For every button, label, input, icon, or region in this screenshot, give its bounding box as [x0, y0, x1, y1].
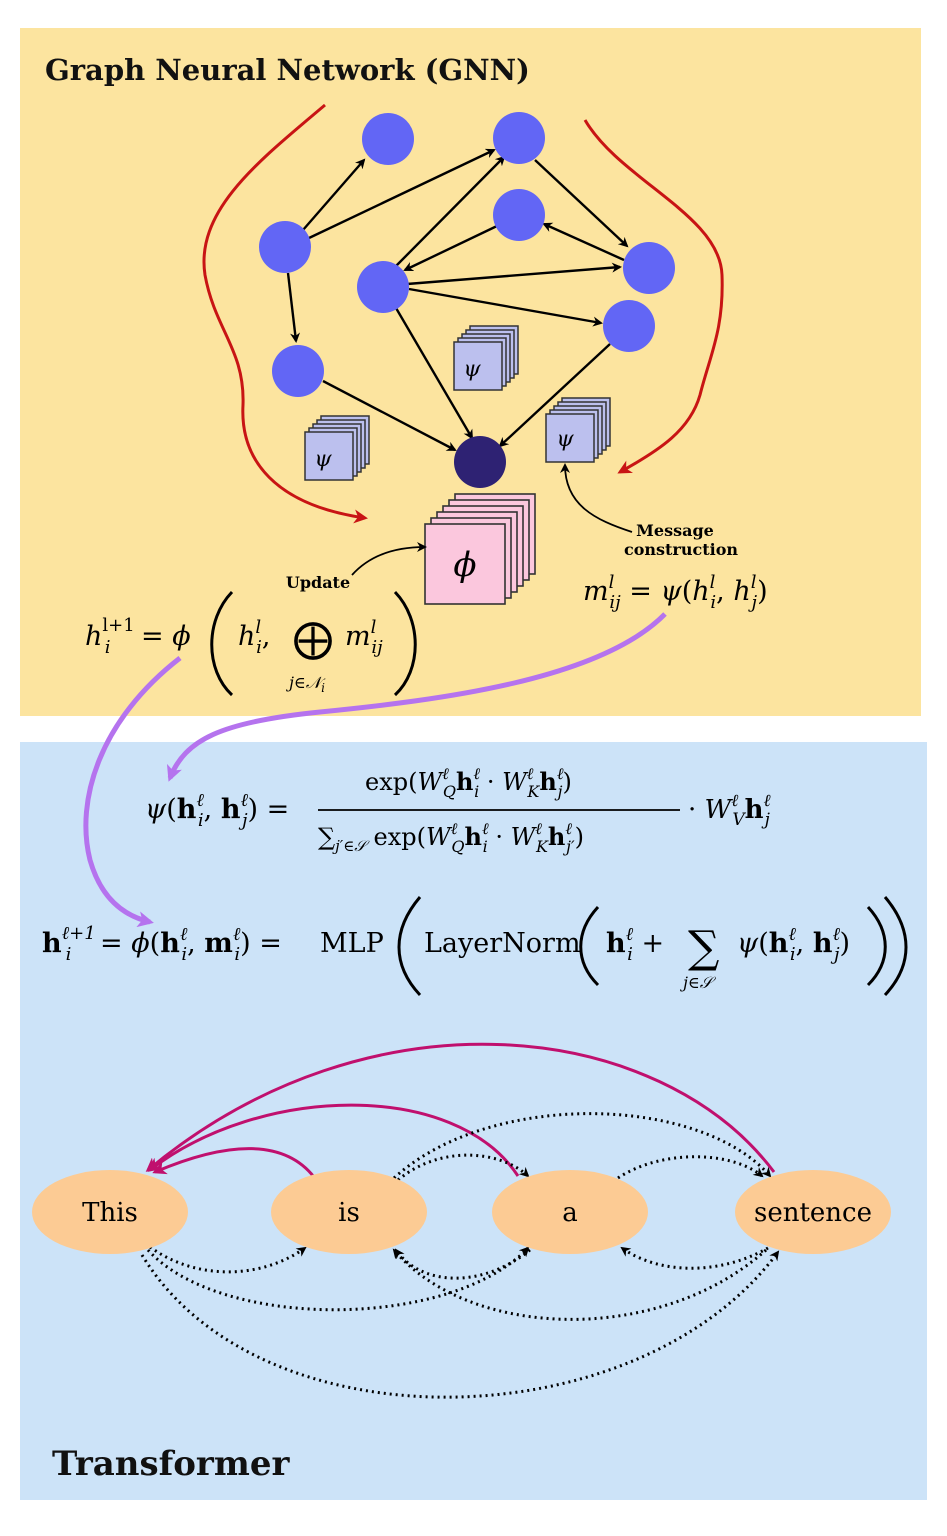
edge: [286, 272, 301, 343]
graph-edges: [286, 148, 629, 452]
graph-node: [357, 261, 409, 313]
aggregation-subscript: j∈𝒩i: [286, 673, 326, 695]
edge-bidirectional: [542, 222, 625, 262]
message-label: construction: [624, 540, 738, 559]
token-label: a: [562, 1198, 578, 1228]
psi-stack-middle: ψ: [453, 325, 519, 391]
psi-stack-left: ψ: [304, 415, 370, 481]
transformer-panel: [20, 742, 927, 1500]
graph-node: [272, 345, 324, 397]
big-paren-right: [393, 590, 417, 697]
graph-nodes: [259, 112, 675, 488]
edge: [302, 158, 366, 231]
gnn-title: Graph Neural Network (GNN): [45, 53, 530, 87]
message-pointer: [560, 463, 633, 533]
token-this: This: [32, 1170, 188, 1254]
token-label: is: [338, 1198, 360, 1228]
edge: [395, 155, 506, 267]
phi-label: ϕ: [453, 545, 476, 585]
edge: [403, 224, 498, 272]
edge: [322, 379, 457, 452]
big-paren-right: [866, 905, 887, 987]
layernorm-label: LayerNorm: [424, 928, 581, 959]
attention-dotted: [140, 1112, 780, 1399]
big-paren-left: [397, 896, 422, 997]
token-sentence: sentence: [735, 1170, 891, 1254]
update-pointer: [351, 542, 427, 576]
edge: [408, 287, 603, 327]
edge: [308, 148, 496, 240]
big-paren-right: [883, 896, 908, 997]
purple-arrow-message: [166, 612, 667, 782]
big-paren-left: [579, 905, 600, 987]
transformer-title: Transformer: [52, 1444, 290, 1484]
token-label: This: [82, 1198, 138, 1228]
target-node: [454, 436, 506, 488]
psi-stack-right: ψ: [545, 397, 611, 463]
big-paren-left: [210, 590, 234, 697]
edge: [406, 262, 622, 286]
message-label: Message: [636, 521, 714, 540]
graph-node: [259, 221, 311, 273]
edge: [498, 343, 611, 448]
sum-symbol: ∑: [688, 922, 719, 973]
attention-to-this: [145, 1042, 776, 1178]
sum-subscript: j∈𝒮: [680, 973, 717, 992]
graph-node: [603, 300, 655, 352]
edge: [394, 307, 474, 440]
token-a: a: [492, 1170, 648, 1254]
psi-label: ψ: [556, 427, 574, 452]
graph-node: [493, 189, 545, 241]
psi-label: ψ: [463, 357, 481, 382]
graph-node: [362, 113, 414, 165]
token-label: sentence: [754, 1198, 872, 1228]
phi-stack: ϕ: [424, 493, 536, 605]
red-curve-left: [202, 103, 368, 524]
purple-arrow-update: [83, 656, 182, 928]
update-label: Update: [286, 573, 350, 592]
token-is: is: [271, 1170, 427, 1254]
psi-label: ψ: [314, 447, 332, 472]
red-curve-right: [583, 119, 724, 474]
graph-node: [623, 242, 675, 294]
edge: [534, 159, 629, 248]
aggregation-symbol: ⨁: [293, 616, 333, 662]
graph-node: [493, 112, 545, 164]
mlp-label: MLP: [320, 928, 384, 959]
